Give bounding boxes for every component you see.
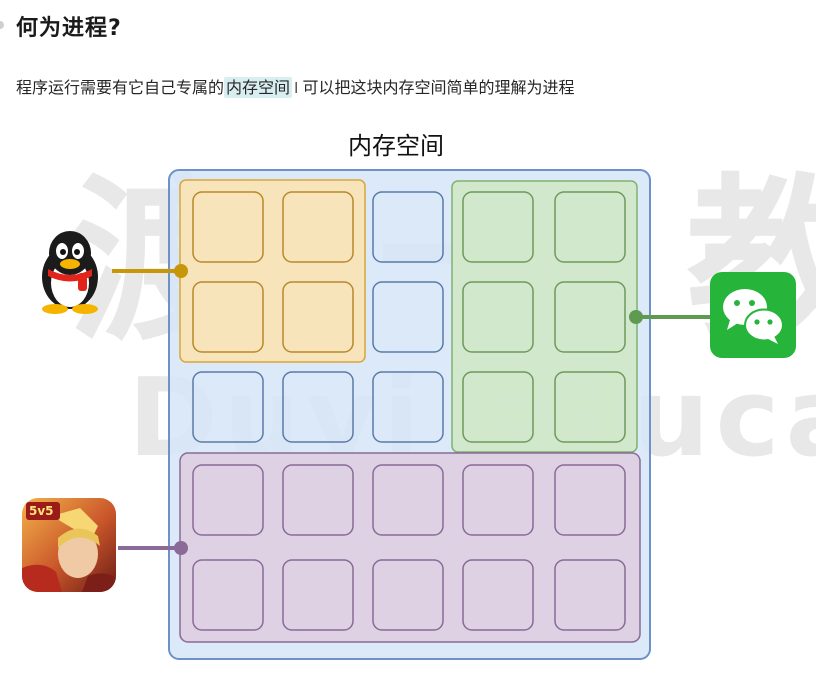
wechat-cell (462, 281, 534, 353)
game-badge-label: 5v5 (29, 504, 54, 518)
game-cell (554, 559, 626, 631)
wechat-memory-region (451, 180, 638, 453)
memory-cell (372, 371, 444, 443)
qq-penguin-icon (28, 225, 112, 315)
diagram-title: 内存空间 (348, 132, 444, 160)
qq-cell (192, 191, 264, 263)
wechat-cell (554, 191, 626, 263)
wechat-cell (462, 191, 534, 263)
game-cell (192, 559, 264, 631)
bullet-dot (0, 21, 4, 29)
memory-cell (372, 281, 444, 353)
game-cell (372, 464, 444, 536)
game-cell (462, 464, 534, 536)
page-title: 何为进程? (16, 16, 122, 41)
highlighted-term: 内存空间 (224, 77, 293, 98)
game-cell (462, 559, 534, 631)
game-memory-region (179, 452, 641, 643)
qq-memory-region (179, 179, 366, 363)
memory-cell (372, 191, 444, 263)
qq-connector-dot (174, 264, 188, 278)
paragraph-text-after: 可以把这块内存空间简单的理解为进程 (302, 78, 575, 97)
game-cell (372, 559, 444, 631)
wechat-icon (710, 272, 796, 358)
memory-cell (282, 371, 354, 443)
game-cell (282, 464, 354, 536)
wechat-cell (554, 371, 626, 443)
game-cell (282, 559, 354, 631)
game-app-icon: 5v5 (22, 498, 116, 592)
wechat-connector-dot (629, 310, 643, 324)
qq-cell (282, 281, 354, 353)
qq-cell (282, 191, 354, 263)
qq-cell (192, 281, 264, 353)
text-cursor: I (294, 79, 299, 97)
wechat-cell (462, 371, 534, 443)
paragraph-text-before: 程序运行需要有它自己专属的 (16, 78, 225, 97)
game-cell (554, 464, 626, 536)
memory-cell (192, 371, 264, 443)
game-cell (192, 464, 264, 536)
wechat-cell (554, 281, 626, 353)
game-connector-dot (174, 541, 188, 555)
